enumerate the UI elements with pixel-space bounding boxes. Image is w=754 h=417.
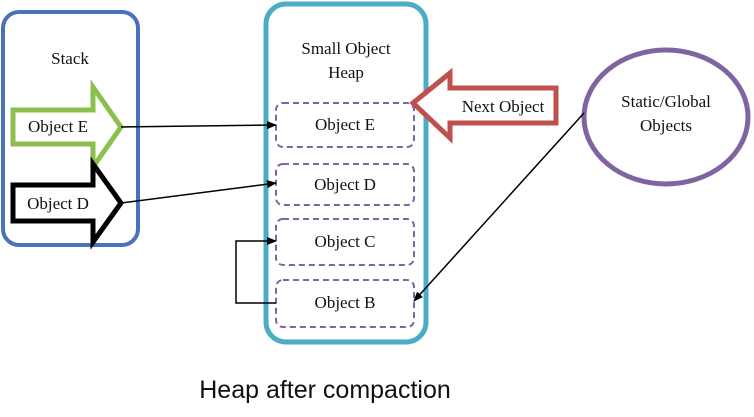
heap-slot-object-c (275, 218, 415, 266)
stack-e-to-heap-e-connector (120, 121, 277, 130)
heap-object-e-label: Object E (315, 115, 375, 134)
diagram-caption: Heap after compaction (199, 376, 451, 404)
object-b-to-object-c-connector (235, 237, 277, 304)
heap-object-c-label: Object C (315, 232, 376, 251)
static-global-ellipse (581, 47, 751, 187)
stack-title: Stack (51, 49, 89, 68)
static-global-label-line2: Objects (640, 116, 692, 135)
heap-title-line2: Heap (328, 63, 364, 82)
next-object-arrow (409, 67, 559, 144)
stack-object-d-label: Object D (27, 194, 89, 213)
stack-object-d-arrow (10, 156, 125, 250)
stack-object-e-arrow (10, 79, 125, 175)
heap-title-line1: Small Object (301, 39, 391, 58)
stack-d-to-heap-d-connector (120, 180, 277, 204)
heap-object-d-label: Object D (314, 175, 376, 194)
static-global-to-object-b-connector (413, 112, 585, 302)
stack-object-e-label: Object E (28, 117, 88, 136)
static-global-label-line1: Static/Global (621, 92, 711, 111)
next-object-label: Next Object (462, 97, 545, 116)
heap-object-b-label: Object B (315, 293, 376, 312)
